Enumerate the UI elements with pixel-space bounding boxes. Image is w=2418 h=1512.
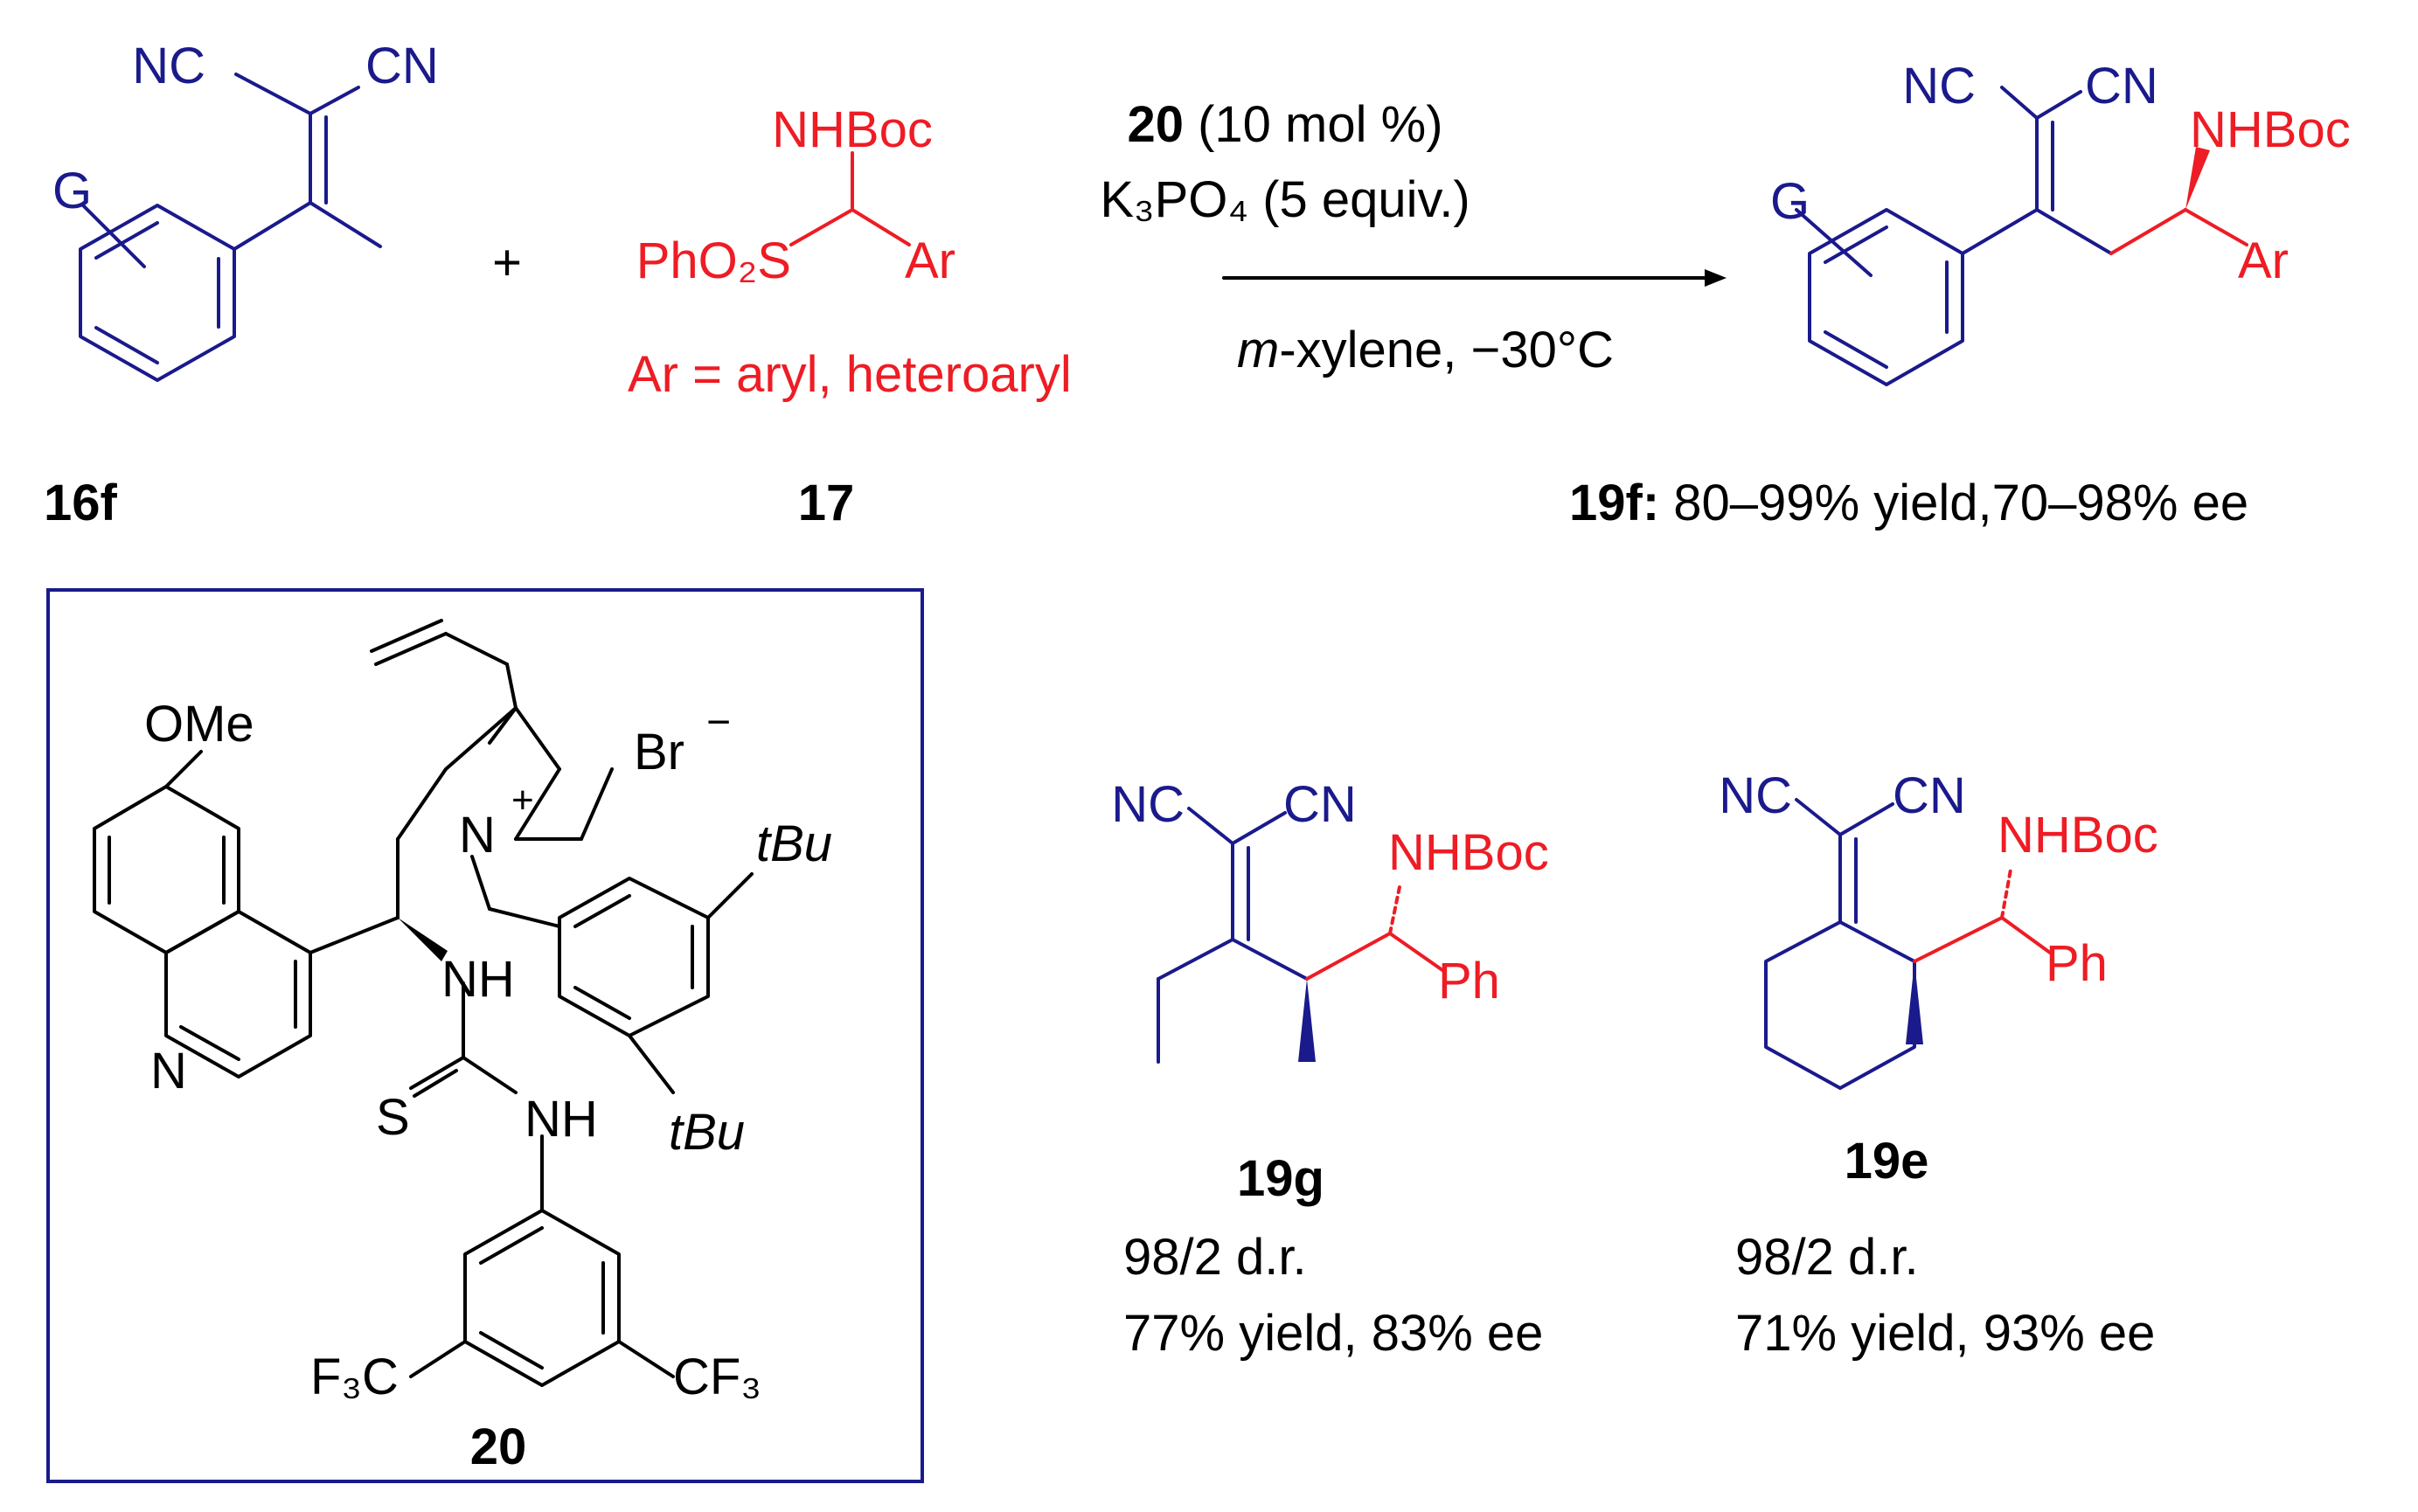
yield-ee-19e: 71% yield, 93% ee <box>1735 1305 2155 1362</box>
bromide-label: Br <box>634 724 684 780</box>
nhboc-label: NHBoc <box>1998 807 2158 864</box>
aryl-definition: Ar = aryl, heteroaryl <box>628 346 1072 403</box>
nitrile-label: NC <box>1902 58 1976 114</box>
aryl-label: Ar <box>905 232 955 289</box>
nitrile-label: CN <box>1283 776 1357 833</box>
wedge-bond <box>1906 961 1923 1044</box>
compound-19f-result: 19f: 80–99% yield,70–98% ee <box>1569 475 2248 531</box>
compound-19e-structure: NC CN NHBoc Ph 19e 98/2 d.r. 71% yield, … <box>1719 767 2158 1362</box>
positive-charge: + <box>511 779 534 822</box>
nhboc-label: NHBoc <box>2190 101 2351 158</box>
substituent-g-label: G <box>52 163 92 219</box>
nitrile-label: NC <box>1111 776 1185 833</box>
diastereomeric-ratio-19g: 98/2 d.r. <box>1123 1229 1307 1286</box>
nhboc-label: NHBoc <box>772 101 933 158</box>
compound-17-structure: NHBoc PhO₂S Ar Ar = aryl, heteroaryl <box>628 101 1072 403</box>
thiourea-nh-label: NH <box>441 951 515 1008</box>
nhboc-label: NHBoc <box>1388 824 1549 881</box>
substituent-g-label: G <box>1770 173 1810 230</box>
wedge-bond <box>1298 979 1316 1062</box>
nitrile-label: CN <box>365 38 439 94</box>
aryl-label: Ar <box>2238 232 2289 289</box>
plus-sign: + <box>492 234 522 291</box>
compound-label-20: 20 <box>470 1418 527 1475</box>
thiourea-nh-label: NH <box>525 1091 598 1148</box>
diastereomeric-ratio-19e: 98/2 d.r. <box>1735 1229 1919 1286</box>
nitrile-label: CN <box>1893 767 1966 824</box>
reaction-conditions: 20 (10 mol %) K₃PO₄ (5 equiv.) m-xylene,… <box>1100 96 1727 378</box>
trifluoromethyl-label: F₃C <box>310 1349 399 1405</box>
compound-label-19g: 19g <box>1237 1150 1324 1207</box>
sulfonyl-label: PhO₂S <box>636 232 791 289</box>
trifluoromethyl-label: CF₃ <box>673 1349 761 1405</box>
quinoline-nitrogen-label: N <box>150 1043 187 1099</box>
catalyst-20-structure: OMe N N + Br − NH NH S tBu tBu F₃C CF₃ 2… <box>93 619 832 1475</box>
conditions-solvent: m-xylene, −30°C <box>1237 322 1614 378</box>
nitrile-label: NC <box>132 38 205 94</box>
nitrile-label: NC <box>1719 767 1792 824</box>
conditions-base: K₃PO₄ (5 equiv.) <box>1100 171 1470 228</box>
compound-label-17: 17 <box>798 475 855 531</box>
sulfur-label: S <box>376 1089 410 1146</box>
nitrile-label: CN <box>2085 58 2158 114</box>
phenyl-label: Ph <box>1438 953 1500 1009</box>
compound-label-16f: 16f <box>44 475 118 531</box>
catalyst-box <box>46 588 924 1483</box>
methoxy-label: OMe <box>144 696 254 753</box>
reaction-arrow-head <box>1705 269 1727 287</box>
compound-label-19e: 19e <box>1845 1133 1929 1189</box>
compound-19g-structure: NC CN NHBoc Ph 19g 98/2 d.r. 77% yield, … <box>1111 776 1549 1362</box>
compound-16f-structure: NC CN G <box>52 38 439 382</box>
ammonium-nitrogen-label: N <box>459 807 496 864</box>
wedge-bond <box>2185 147 2210 210</box>
tert-butyl-label: tBu <box>756 815 832 872</box>
conditions-catalyst: 20 (10 mol %) <box>1127 96 1442 153</box>
tert-butyl-label: tBu <box>669 1104 745 1161</box>
yield-ee-19g: 77% yield, 83% ee <box>1123 1305 1543 1362</box>
compound-19f-structure: NC CN NHBoc Ar G <box>1770 58 2351 386</box>
negative-charge: − <box>706 699 731 746</box>
phenyl-label: Ph <box>2046 935 2108 992</box>
wedge-bond <box>398 918 448 961</box>
